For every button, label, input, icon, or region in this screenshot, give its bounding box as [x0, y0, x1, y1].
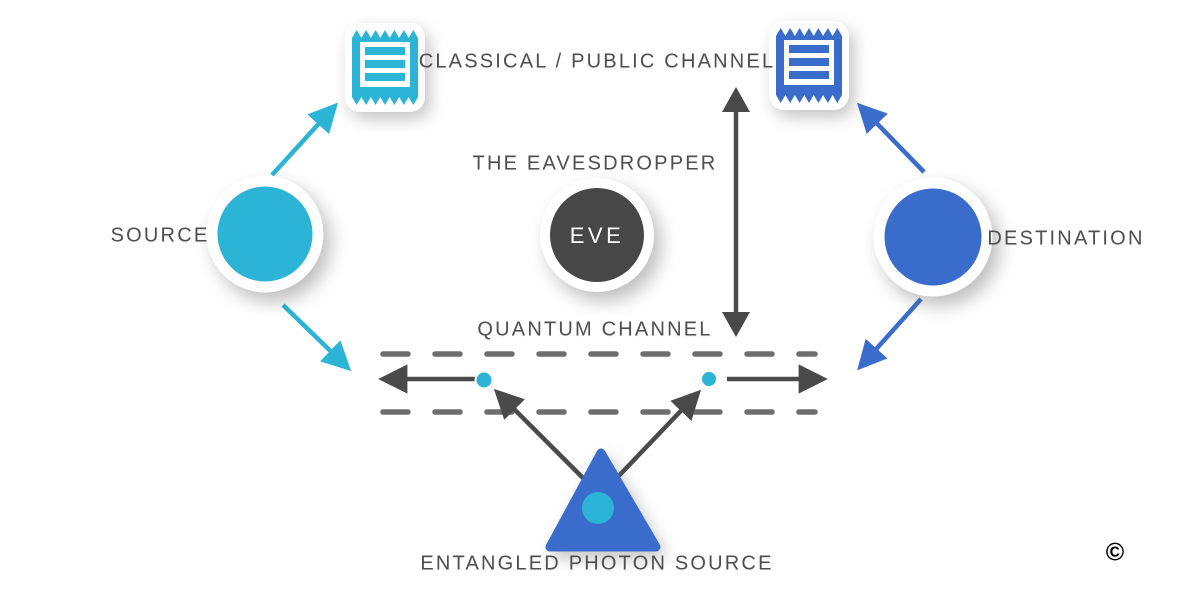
eve-node-circle	[540, 178, 654, 292]
eavesdropper-title-label: THE EAVESDROPPER	[472, 152, 718, 175]
quantum-channel-label: QUANTUM CHANNEL	[477, 318, 713, 341]
destination-to-classical-arrow	[856, 102, 926, 174]
classical-message-receipt-icon-right	[769, 21, 849, 110]
photon-dot-right-icon	[700, 370, 718, 388]
entangled-photon-source-triangle-icon	[545, 448, 661, 552]
channel-link-arrowhead-down-icon	[722, 312, 750, 337]
emission-arrow-right	[610, 389, 702, 485]
source-to-quantum-arrow	[281, 303, 352, 372]
eve-label: EVE	[569, 223, 625, 248]
destination-node-circle	[873, 177, 993, 297]
classical-message-receipt-icon-left	[345, 23, 425, 112]
photon-dot-left-icon	[474, 370, 494, 390]
source-node-circle	[206, 175, 324, 293]
entangled-photon-source-label: ENTANGLED PHOTON SOURCE	[420, 552, 774, 575]
emission-arrow-left	[493, 388, 590, 485]
destination-label: DESTINATION	[987, 227, 1145, 250]
classical-channel-label: CLASSICAL / PUBLIC CHANNEL	[418, 50, 776, 73]
channel-link-arrowhead-up-icon	[722, 87, 750, 112]
source-label: SOURCE	[110, 224, 210, 247]
copyright-mark: ©	[1105, 538, 1125, 567]
source-to-classical-arrow	[270, 102, 338, 177]
destination-to-quantum-arrow	[857, 297, 923, 371]
